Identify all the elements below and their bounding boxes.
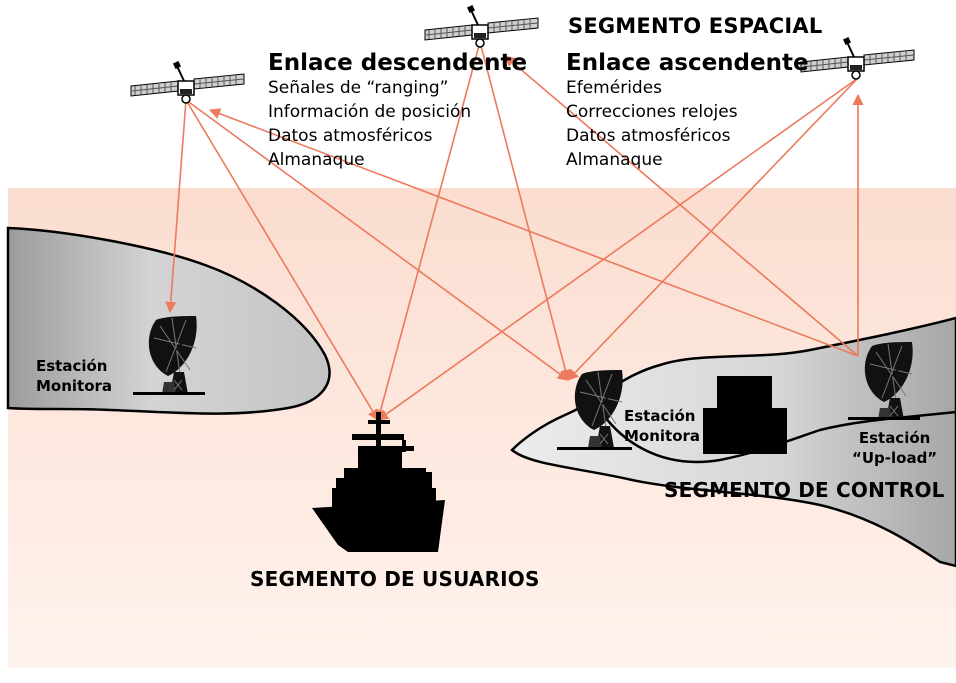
downlink-list: Señales de “ranging” Información de posi… [268,76,471,172]
list-item: Almanaque [566,150,663,170]
list-item: Almanaque [268,150,365,170]
downlink-heading: Enlace descendente [268,50,528,76]
left-monitor-station-label: Estación Monitora [36,357,113,395]
list-item: Señales de “ranging” [268,78,449,98]
list-item: Datos atmosféricos [268,126,433,146]
users-segment-label: SEGMENTO DE USUARIOS [250,567,540,591]
dish-antenna-icon [557,369,632,450]
list-item: Efemérides [566,78,663,98]
uplink-list: Efemérides Correcciones relojes Datos at… [566,76,738,172]
dish-antenna-icon [848,341,920,421]
right-monitor-station-label: Estación Monitora [624,407,701,445]
list-item: Datos atmosféricos [566,126,731,146]
upload-station-label: Estación “Up-load” [852,429,938,467]
satellite-icon [130,60,245,104]
satellite-icon [800,36,915,80]
link-arrows [165,41,864,422]
control-segment-label: SEGMENTO DE CONTROL [664,478,945,502]
uplink-heading: Enlace ascendente [566,50,809,76]
list-item: Correcciones relojes [566,102,738,122]
dish-antenna-icon [133,315,205,395]
satellite-icon [424,4,539,48]
list-item: Información de posición [268,102,472,122]
ship-icon [312,412,445,552]
space-segment-title: SEGMENTO ESPACIAL [568,14,823,38]
control-building-icon [703,376,787,454]
